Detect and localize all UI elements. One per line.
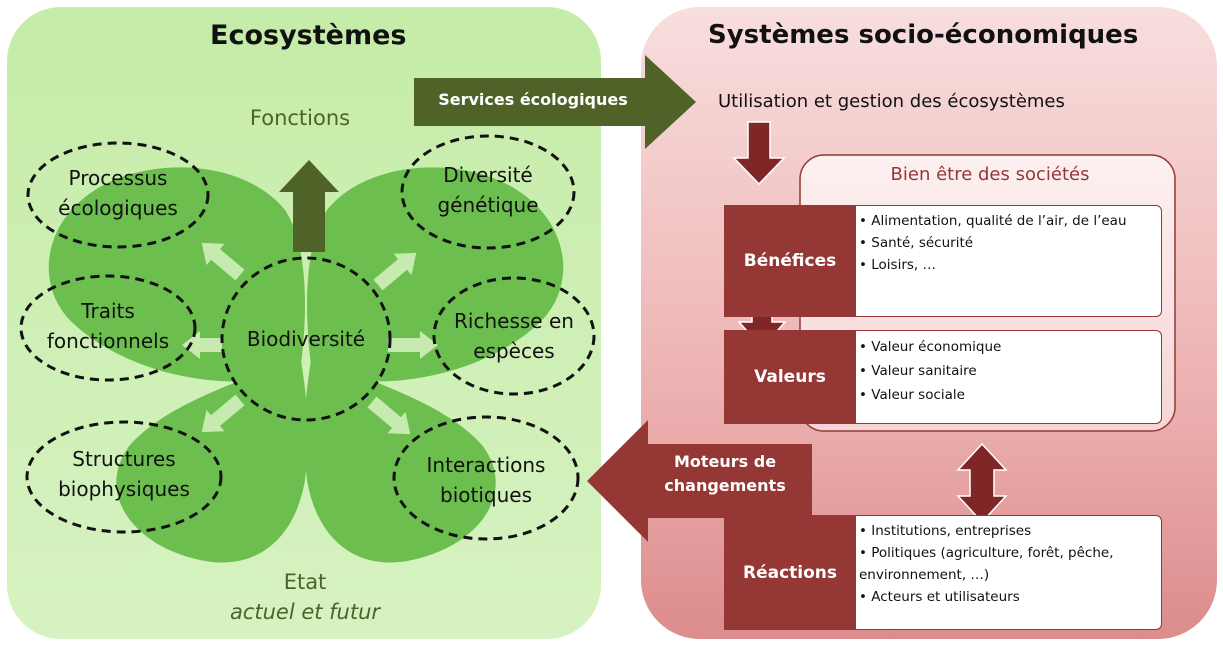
fonctions-up-arrow (279, 160, 339, 252)
petal-top-right (307, 167, 564, 382)
reactions-item: • Politiques (agriculture, forêt, pêche,… (859, 545, 1114, 583)
reactions-item: • Institutions, entreprises (859, 523, 1032, 539)
actuel-futur-label: actuel et futur (229, 600, 381, 624)
valeurs-list: • Valeur économique • Valeur sanitaire •… (850, 330, 1162, 424)
benefices-list: • Alimentation, qualité de l’air, de l’e… (850, 205, 1162, 317)
benefices-item: • Loisirs, … (859, 257, 936, 273)
moteurs-arrow (587, 420, 812, 542)
benefices-item: • Santé, sécurité (859, 235, 974, 251)
valeurs-item: • Valeur sociale (859, 387, 965, 403)
services-label: Services écologiques (438, 90, 628, 109)
biodiversity-arrows (182, 242, 438, 435)
wellbeing-label: Bien être des sociétés (890, 164, 1090, 185)
valeurs-item: • Valeur économique (859, 339, 1002, 355)
oval-diversite (400, 134, 576, 250)
reactions-list: • Institutions, entreprises • Politiques… (850, 515, 1162, 630)
fonctions-label: Fonctions (249, 106, 351, 130)
oval-processus (26, 141, 210, 249)
ecosystems-title: Ecosystèmes (210, 20, 407, 51)
services-arrow (414, 55, 696, 149)
benefices-label: Bénéfices (724, 205, 856, 317)
oval-interactions (392, 415, 580, 541)
petal-bottom-left (116, 355, 308, 563)
etat-label: Etat (283, 570, 327, 594)
oval-richesse (432, 276, 596, 396)
usage-down-arrow (732, 121, 786, 186)
usage-label: Utilisation et gestion des écosystèmes (718, 91, 1065, 112)
socioeconomic-title: Systèmes socio-économiques (708, 20, 1139, 50)
dashed-ovals (19, 134, 596, 541)
reactions-label: Réactions (724, 515, 856, 630)
valeurs-label: Valeurs (724, 330, 856, 424)
oval-structures (25, 420, 223, 534)
biodiversite-text: Biodiversité (246, 327, 366, 351)
valeurs-item: • Valeur sanitaire (859, 363, 977, 379)
reactions-item: • Acteurs et utilisateurs (859, 589, 1020, 605)
oval-traits (19, 274, 197, 382)
petal-top-left (48, 167, 306, 382)
oval-biodiversite (220, 256, 392, 422)
benefices-item: • Alimentation, qualité de l’air, de l’e… (859, 213, 1127, 229)
